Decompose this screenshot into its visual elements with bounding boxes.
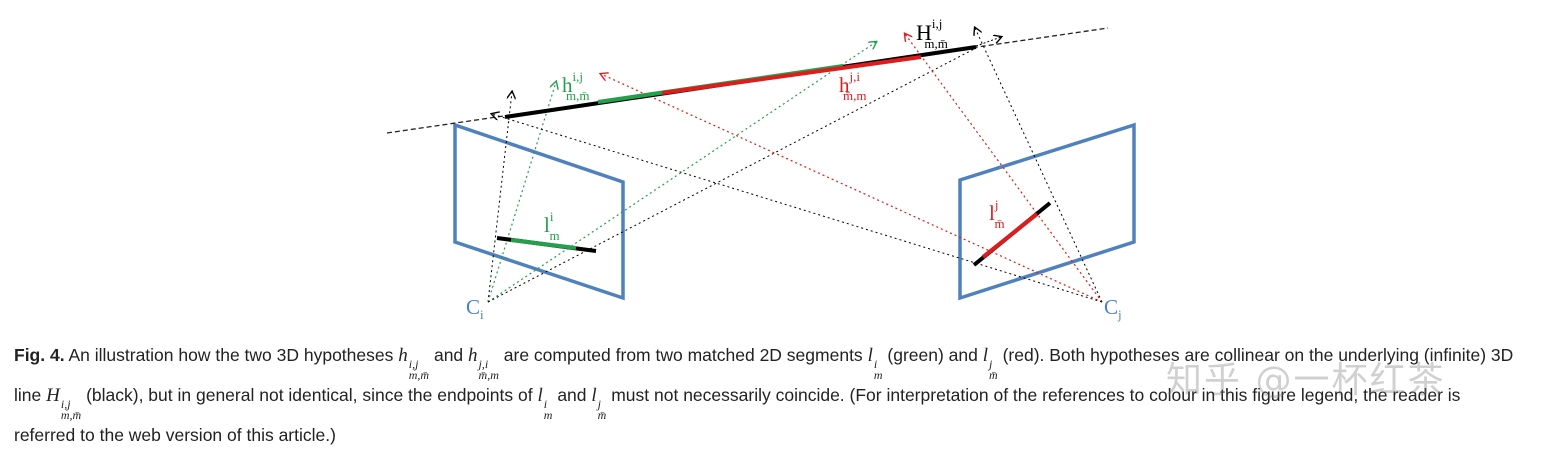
caption-label: Fig. 4. (14, 345, 65, 365)
caption-text-7: and (557, 385, 587, 405)
segment-li-green (510, 238, 577, 250)
caption-text-5: (red). Both hypotheses are collinear on … (14, 345, 1514, 405)
label-camera-ci: Ci (466, 295, 484, 322)
figure-caption: Fig. 4. An illustration how the two 3D h… (14, 341, 1514, 449)
image-plane-i (453, 122, 625, 301)
image-plane-j (958, 122, 1136, 301)
arrow-right-end (975, 37, 1001, 47)
caption-text-1: An illustration how the two 3D hypothese… (68, 345, 394, 365)
caption-text-6: (black), but in general not identical, s… (86, 385, 533, 405)
caption-text-3: are computed from two matched 2D segment… (503, 345, 863, 365)
segment-lj-red (981, 212, 1039, 259)
hypothesis-h-red (661, 55, 922, 95)
rays-from-ci (487, 42, 977, 303)
caption-text-2: and (433, 345, 464, 365)
rays-from-cj (492, 28, 1103, 303)
label-camera-cj: Cj (1104, 295, 1122, 322)
caption-text-4: (green) and (887, 345, 978, 365)
